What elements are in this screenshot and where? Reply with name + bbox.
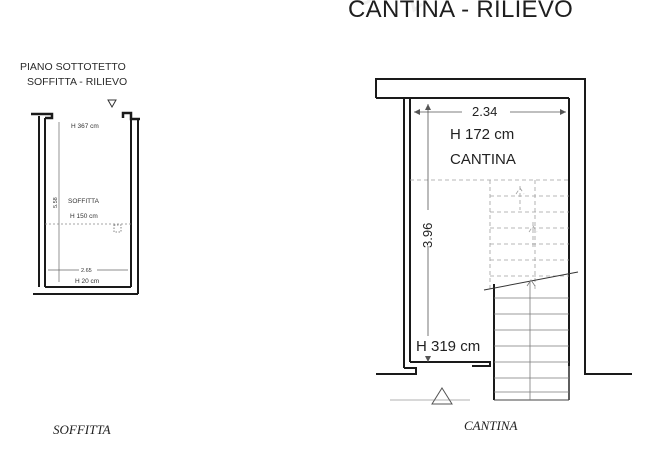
cellar-side-dimension: 3.96 — [420, 223, 435, 248]
attic-room-height: H 150 cm — [70, 213, 98, 220]
cellar-height-bottom: H 319 cm — [416, 338, 480, 355]
attic-height-bottom: H 20 cm — [75, 278, 99, 285]
cellar-stair-break — [483, 271, 579, 291]
attic-floor-label: PIANO SOTTOTETTO — [20, 61, 126, 73]
cellar-marker-icon — [431, 387, 453, 405]
cellar-width-dimension: 2.34 — [472, 104, 497, 119]
attic-marker-icon — [107, 99, 117, 109]
attic-plan-label: SOFFITTA - RILIEVO — [27, 76, 128, 88]
cellar-wall-outer — [375, 78, 632, 375]
attic-wall-top-right — [121, 111, 140, 121]
watermark-logo — [300, 0, 440, 34]
attic-caption: SOFFITTA — [53, 422, 111, 437]
cellar-stair-treads — [494, 279, 569, 400]
attic-width-dimension: 2.65 — [81, 268, 92, 274]
attic-height-top: H 367 cm — [71, 123, 99, 130]
cellar-room-height: H 172 cm — [450, 126, 514, 143]
attic-floor-plan: H 367 cm SOFFITTA H 150 cm 5.58 2.65 H 2… — [31, 99, 140, 295]
attic-room-name: SOFFITTA — [68, 198, 100, 205]
page-title: CANTINA - RILIEVO — [348, 0, 574, 23]
attic-wall-top-left — [31, 112, 54, 120]
cellar-room-name: CANTINA — [450, 151, 516, 168]
cellar-caption: CANTINA — [464, 418, 518, 433]
cellar-floor-plan: 2.34 3.96 H 172 cm CANTINA H 319 cm — [375, 78, 632, 405]
cellar-wall-bottom-mid — [410, 361, 491, 367]
attic-hatch — [113, 224, 122, 233]
cellar-wall-bottom-left — [376, 367, 417, 375]
attic-side-dimension: 5.58 — [53, 197, 59, 208]
